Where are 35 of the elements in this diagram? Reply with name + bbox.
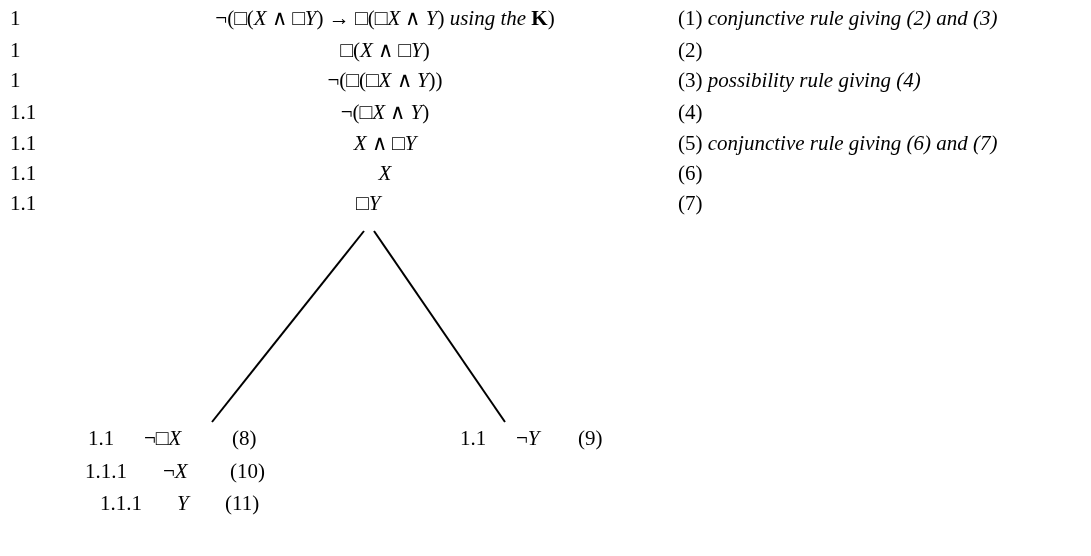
branch-line: [211, 230, 365, 423]
formula: ¬(□X ∧ Y): [340, 100, 430, 124]
world-number: 1.1.1: [100, 491, 142, 515]
world-number: 1: [10, 6, 21, 30]
rule-annotation: (5) conjunctive rule giving (6) and (7): [678, 131, 998, 155]
rule-annotation: (11): [225, 491, 260, 515]
rule-annotation: (3) possibility rule giving (4): [678, 68, 921, 92]
rule-annotation: (8): [232, 426, 257, 450]
world-number: 1.1: [88, 426, 115, 450]
formula: □Y: [356, 191, 381, 215]
formula: X ∧ □Y: [353, 131, 417, 155]
world-number: 1.1: [10, 191, 37, 215]
world-number: 1.1: [10, 161, 37, 185]
world-number: 1: [10, 68, 21, 92]
formula: □(X ∧ □Y): [340, 38, 430, 62]
world-number: 1: [10, 38, 21, 62]
world-number: 1.1: [460, 426, 487, 450]
formula: Y: [177, 491, 189, 515]
rule-annotation: (9): [578, 426, 603, 450]
world-number: 1.1: [10, 131, 37, 155]
formula: ¬(□(X ∧ □Y) → □(□X ∧ Y) using the K): [215, 6, 555, 30]
branch-line: [373, 230, 506, 423]
rule-annotation: (7): [678, 191, 703, 215]
rule-annotation: (1) conjunctive rule giving (2) and (3): [678, 6, 998, 30]
formula: X: [378, 161, 392, 185]
rule-annotation: (4): [678, 100, 703, 124]
rule-annotation: (10): [230, 459, 265, 483]
formula: ¬Y: [516, 426, 540, 450]
formula: ¬(□(□X ∧ Y)): [327, 68, 443, 92]
world-number: 1.1: [10, 100, 37, 124]
formula: ¬□X: [144, 426, 182, 450]
world-number: 1.1.1: [85, 459, 127, 483]
rule-annotation: (6): [678, 161, 703, 185]
formula: ¬X: [163, 459, 188, 483]
rule-annotation: (2): [678, 38, 703, 62]
